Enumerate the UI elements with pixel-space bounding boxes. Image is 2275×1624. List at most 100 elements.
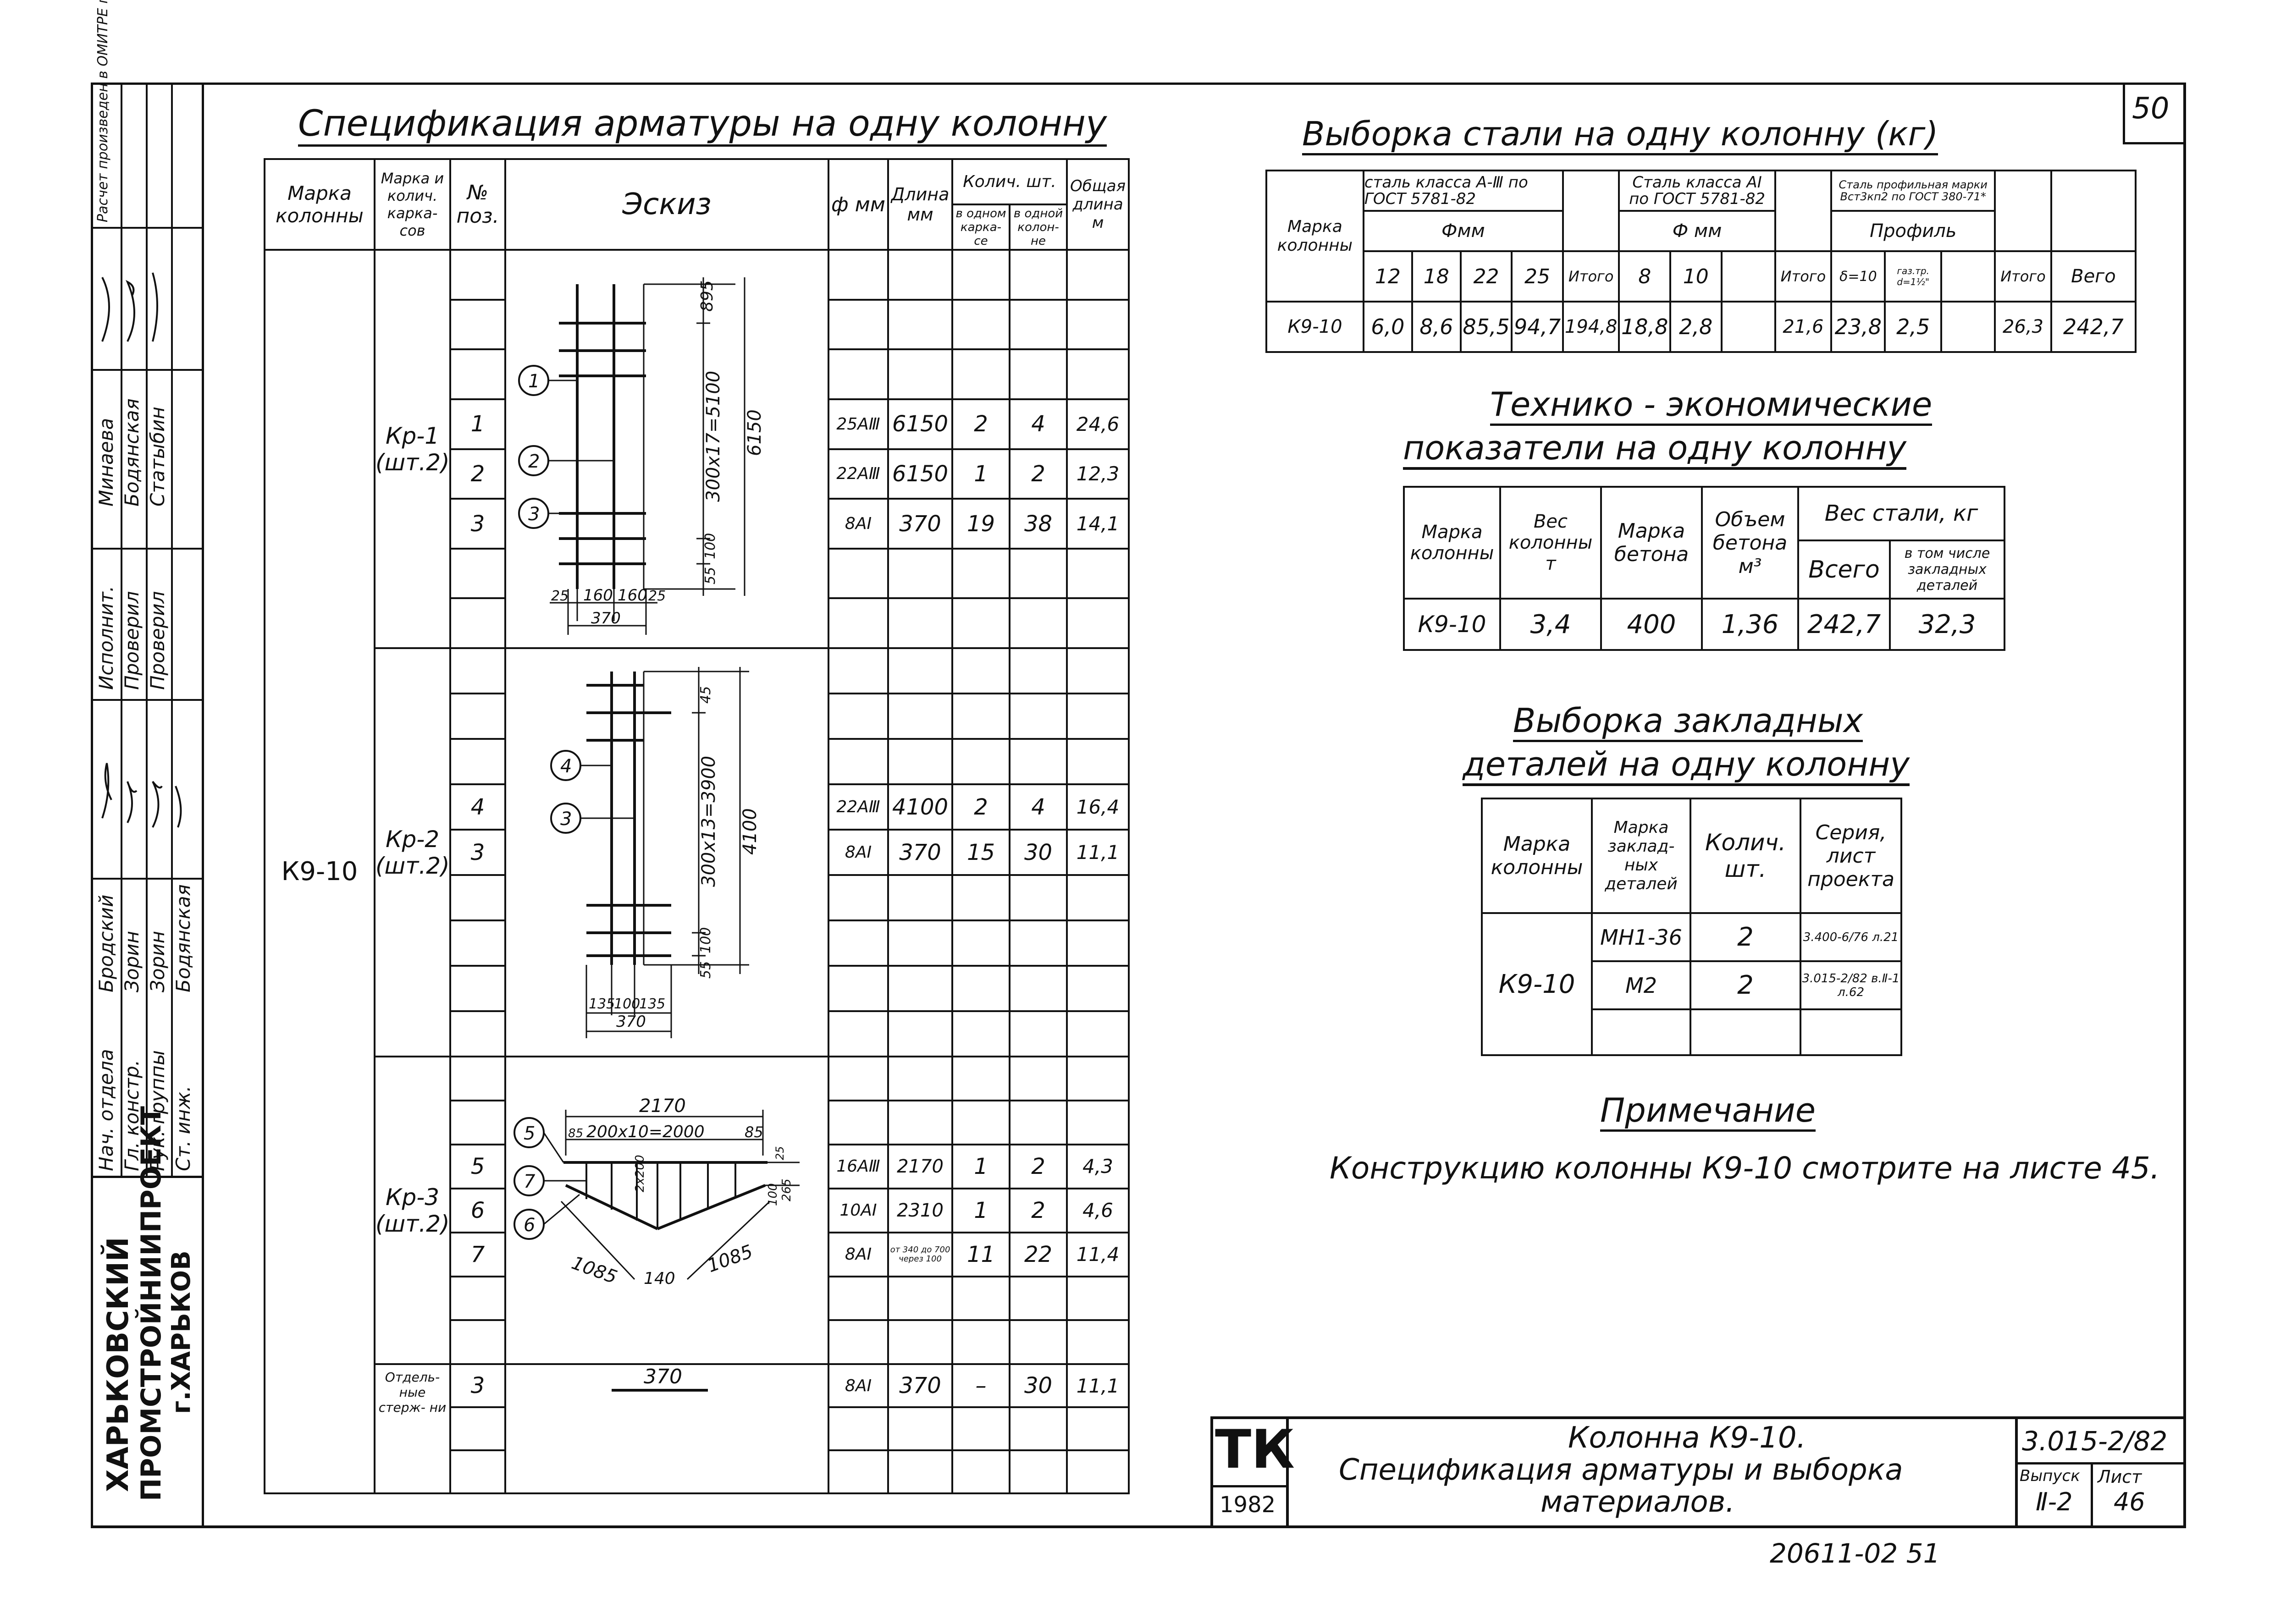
empty [1066, 547, 1130, 600]
empty [887, 647, 953, 695]
steel-sub-itogo: Итого [1562, 250, 1620, 303]
h-mark: Марка колонны [264, 158, 375, 251]
total: 4,6 [1066, 1187, 1130, 1233]
empty [1008, 298, 1068, 351]
tech-h-concrete: Марка бетона [1600, 485, 1703, 600]
tb-name-2: Спецификация арматуры и выборка [1339, 1453, 1903, 1487]
tech-val: 242,7 [1797, 598, 1891, 651]
svg-text:135: 135 [589, 996, 615, 1012]
qty-all: 4 [1008, 398, 1068, 450]
svg-text:895: 895 [698, 280, 717, 312]
tech-h-mark: Марка колонны [1403, 485, 1501, 600]
tb-list-label: Лист [2098, 1467, 2142, 1487]
steel-val: 18,8 [1618, 301, 1671, 353]
len: 370 [887, 498, 953, 550]
qty-one: 11 [951, 1231, 1010, 1277]
svg-text:2: 2 [528, 451, 540, 472]
svg-text:55: 55 [702, 567, 718, 584]
qty-all: 2 [1008, 448, 1068, 500]
pos: 2 [449, 448, 506, 500]
h-qty: Колич. шт. [951, 158, 1068, 205]
empty [1008, 1275, 1068, 1321]
empty [828, 1100, 889, 1145]
tb-h-logo [1210, 1485, 1288, 1487]
empty [887, 919, 953, 967]
spec-table: Марка колонны Марка и колич. карка- сов … [264, 158, 1130, 1495]
empty [1066, 1319, 1130, 1365]
svg-text:5: 5 [524, 1123, 535, 1144]
empty [449, 597, 506, 650]
dia: 10АⅠ [828, 1187, 889, 1233]
frame-kr2-count: (шт.2) [375, 852, 450, 879]
frame-kr3-label: Кр-3 [385, 1184, 440, 1211]
pos: 3 [449, 498, 506, 550]
table-row: Отдель- ные стерж- ни 3 370 8АⅠ 370 – 30… [265, 1363, 1130, 1494]
total: 4,3 [1066, 1143, 1130, 1189]
qty-all: 2 [1008, 1143, 1068, 1189]
empty [887, 693, 953, 740]
emb-qty: 2 [1690, 912, 1801, 962]
steel-total: 194,8 [1562, 301, 1620, 353]
tb-code: 3.015-2/82 [2022, 1426, 2168, 1457]
total: 11,1 [1066, 829, 1130, 876]
side-strip-divider [93, 1176, 202, 1178]
tb-vyp-label: Выпуск [2020, 1467, 2080, 1485]
steel-sub [1720, 250, 1776, 303]
tb-name-1: Колонна К9-10. [1568, 1421, 1806, 1455]
empty [1008, 919, 1068, 967]
table-row: К9-10 6,0 8,6 85,5 94,7 194,8 18,8 2,8 2… [1265, 301, 2137, 353]
empty [887, 1449, 953, 1495]
steel-val: 94,7 [1511, 301, 1564, 353]
frame-separate: Отдель- ные стерж- ни [374, 1363, 451, 1494]
empty [951, 1319, 1010, 1365]
h-frame-mark: Марка и колич. карка- сов [374, 158, 451, 251]
empty [828, 1010, 889, 1058]
empty [449, 547, 506, 600]
steel-sub: δ=10 [1830, 250, 1886, 303]
len: 4100 [887, 783, 953, 831]
svg-text:3: 3 [560, 809, 572, 830]
empty [887, 348, 953, 400]
steel-h-a1: Сталь класса АⅠ по ГОСТ 5781-82 [1618, 170, 1776, 212]
empty [828, 647, 889, 695]
steel-val [1940, 301, 1996, 353]
svg-text:1085: 1085 [569, 1252, 620, 1288]
emb-series: 3.015-2/82 в.Ⅱ-1 л.62 [1800, 960, 1902, 1010]
svg-text:4100: 4100 [740, 808, 761, 855]
side-row-div-1 [93, 878, 202, 880]
steel-title: Выборка стали на одну колонну (кг) [1302, 115, 1938, 155]
steel-val: 8,6 [1411, 301, 1462, 353]
svg-text:300х17=5100: 300х17=5100 [703, 370, 724, 501]
table-row: 3 8АⅠ 370 15 30 11,1 [265, 829, 1130, 876]
steel-sub [1940, 250, 1996, 303]
empty [828, 965, 889, 1013]
empty [1066, 1010, 1130, 1058]
tech-title-2: показатели на одну колонну [1403, 429, 1906, 470]
empty [1008, 965, 1068, 1013]
sketch-kr2-svg: 45 300х13=3900 4100 100 55 4 3 135 100 1… [550, 666, 761, 1038]
svg-text:2170: 2170 [639, 1096, 686, 1117]
frame-kr1: Кр-1 (шт.2) [374, 248, 451, 650]
table-row: К9-10 3,4 400 1,36 242,7 32,3 [1403, 598, 2006, 651]
empty [887, 738, 953, 786]
sketch-kr2: 45 300х13=3900 4100 100 55 4 3 135 100 1… [504, 647, 829, 1058]
empty [1066, 249, 1130, 301]
dia: 16АⅢ [828, 1143, 889, 1189]
qty-one: 19 [951, 498, 1010, 550]
pos: 3 [449, 1363, 506, 1409]
steel-weight: 242,7 [2050, 301, 2137, 353]
empty [887, 1319, 953, 1365]
empty [951, 693, 1010, 740]
tb-name-3: материалов. [1541, 1485, 1735, 1519]
svg-text:135: 135 [639, 996, 665, 1012]
total: 11,1 [1066, 1363, 1130, 1409]
empty [1066, 647, 1130, 695]
svg-text:300х13=3900: 300х13=3900 [698, 755, 719, 886]
empty [1066, 1449, 1130, 1495]
steel-val [1720, 301, 1776, 353]
empty [828, 693, 889, 740]
sketch-kr3: 2170 85 200х10=2000 85 2х200 25 [504, 1056, 829, 1365]
empty [887, 874, 953, 922]
svg-text:25: 25 [551, 588, 569, 604]
empty [951, 965, 1010, 1013]
